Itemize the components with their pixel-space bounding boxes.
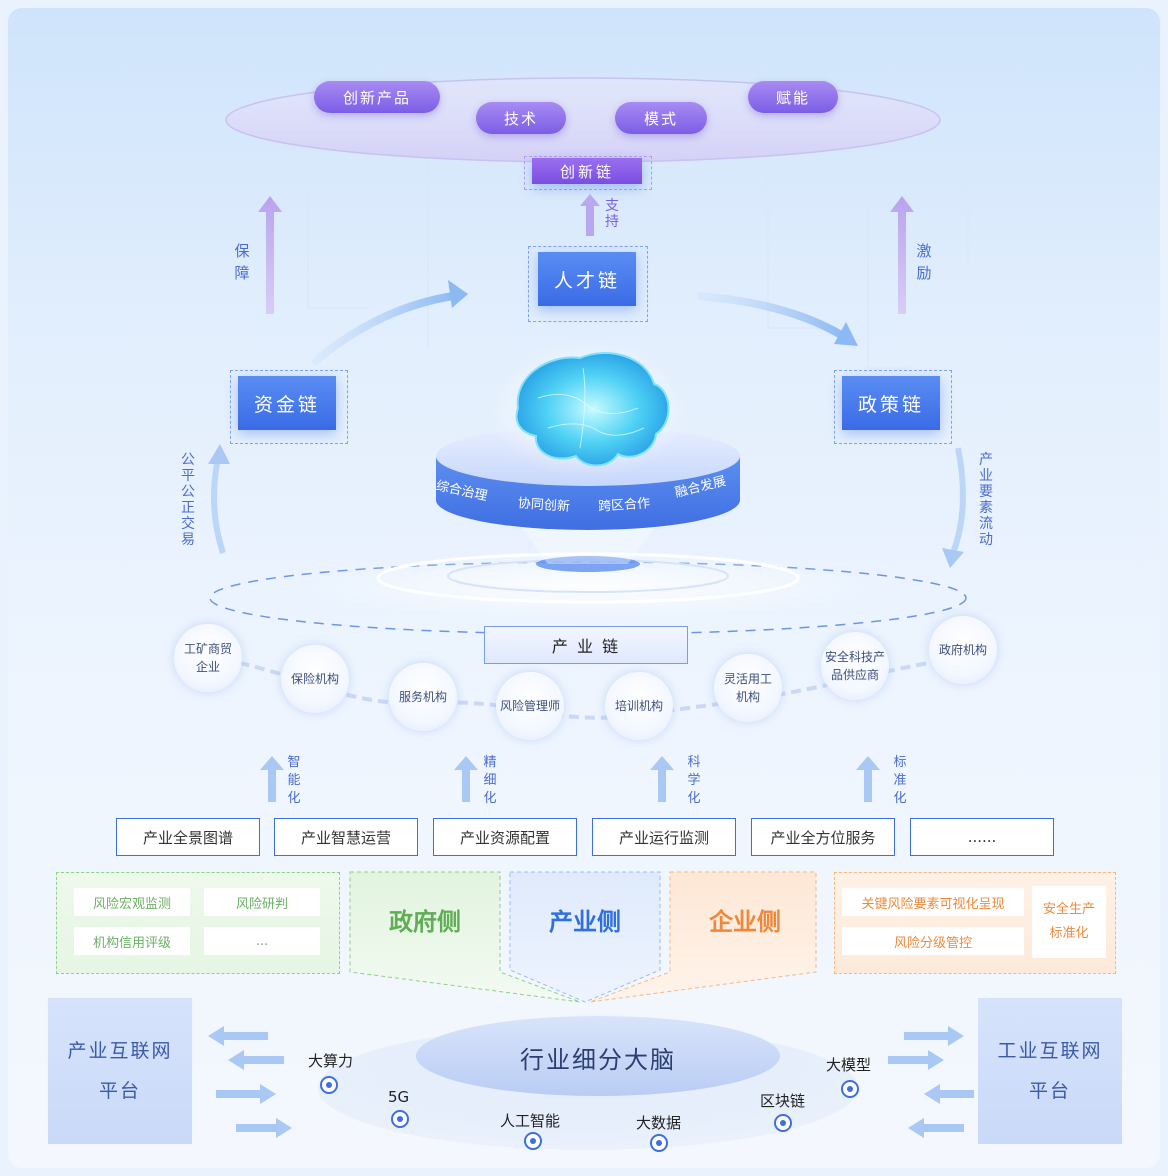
node-insurance: 保险机构	[281, 645, 349, 713]
platform-disc	[209, 338, 967, 635]
tech-label-llm: 大模型	[826, 1056, 872, 1074]
tech-dot-ai	[524, 1132, 542, 1150]
node-government: 政府机构	[929, 616, 997, 684]
service-panorama[interactable]: 产业全景图谱	[116, 818, 260, 856]
innovation-item-empower: 赋能	[748, 81, 838, 113]
brain-title: 行业细分大脑	[520, 1046, 676, 1074]
talent-chain-frame	[528, 246, 648, 322]
incentive-label: 激励	[916, 242, 932, 282]
upgrade-label-scientific: 科学化	[687, 755, 701, 806]
ent-cell-visualization: 关键风险要素可视化呈现	[842, 888, 1024, 916]
tech-label-bigdata: 大数据	[636, 1114, 682, 1132]
node-safety-tech-supplier: 安全科技产品供应商	[821, 632, 889, 700]
gov-cell-macro-monitoring: 风险宏观监测	[74, 888, 190, 916]
enterprise-side-label: 企业侧	[709, 908, 781, 936]
innovation-item-product: 创新产品	[314, 81, 440, 113]
upgrade-arrow-4	[856, 756, 880, 802]
service-more[interactable]: ......	[910, 818, 1054, 856]
sides-shapes	[349, 871, 817, 1003]
guarantee-arrow	[258, 196, 282, 314]
capital-chain-frame	[230, 370, 348, 444]
policy-chain-label: 政策链	[842, 376, 940, 430]
support-label: 支持	[605, 198, 619, 230]
industrial-internet-platform-left: 产业互联网平台	[48, 998, 192, 1144]
upgrade-arrow-1	[260, 756, 284, 802]
industry-side-label: 产业侧	[549, 908, 621, 936]
tech-label-5g: 5G	[388, 1088, 410, 1106]
innovation-chain-label: 创新链	[532, 158, 642, 184]
node-training: 培训机构	[605, 672, 673, 740]
upgrade-label-refined: 精细化	[483, 755, 497, 806]
fair-trade-label: 公平公正交易	[181, 452, 195, 548]
innovation-chain-frame	[524, 156, 652, 190]
gov-cell-credit-rating: 机构信用评级	[74, 927, 190, 955]
upgrade-arrow-3	[650, 756, 674, 802]
node-flexible-employment: 灵活用工机构	[714, 654, 782, 722]
innovation-item-mode: 模式	[615, 102, 707, 134]
talent-chain-label: 人才链	[538, 252, 636, 306]
right-exchange-arrows	[888, 1026, 974, 1138]
industrial-internet-platform-right: 工业互联网平台	[978, 998, 1122, 1144]
tech-label-blockchain: 区块链	[760, 1092, 806, 1110]
background-lines	[307, 158, 969, 369]
node-risk-manager: 风险管理师	[496, 672, 564, 740]
policy-chain-frame	[834, 370, 952, 444]
service-resource-allocation[interactable]: 产业资源配置	[433, 818, 577, 856]
factor-flow-label: 产业要素流动	[979, 452, 993, 548]
upgrade-label-standard: 标准化	[893, 755, 907, 806]
tech-label-ai: 人工智能	[500, 1112, 561, 1130]
incentive-arrow	[890, 196, 914, 314]
flow-arrows	[208, 280, 966, 568]
node-service: 服务机构	[389, 663, 457, 731]
service-smart-operation[interactable]: 产业智慧运营	[274, 818, 418, 856]
ring-label-collab: 协同创新	[517, 496, 571, 515]
tech-label-compute: 大算力	[308, 1052, 354, 1070]
diagram-canvas: 创新产品 技术 模式 赋能 创新链 支持 人才链 保障 激励	[8, 8, 1160, 1168]
ring-label-cross-region: 跨区合作	[597, 496, 651, 515]
tech-dot-blockchain	[774, 1114, 792, 1132]
gov-cell-more: ...	[204, 927, 320, 955]
tech-dot-llm	[841, 1080, 859, 1098]
upgrade-arrow-2	[454, 756, 478, 802]
tech-dot-bigdata	[650, 1134, 668, 1152]
capital-chain-label: 资金链	[238, 376, 336, 430]
service-monitoring[interactable]: 产业运行监测	[592, 818, 736, 856]
gov-side-label: 政府侧	[389, 908, 461, 936]
tech-dot-compute	[320, 1076, 338, 1094]
guarantee-label: 保障	[234, 242, 250, 282]
service-all-round[interactable]: 产业全方位服务	[751, 818, 895, 856]
upgrade-label-smart: 智能化	[287, 755, 301, 806]
innovation-item-tech: 技术	[476, 102, 566, 134]
industry-chain-label: 产 业 链	[484, 626, 688, 664]
brain-base	[318, 1016, 858, 1150]
left-exchange-arrows	[208, 1026, 292, 1138]
ent-cell-graded-control: 风险分级管控	[842, 927, 1024, 955]
support-arrow	[580, 194, 600, 236]
ent-cell-standardization: 安全生产标准化	[1032, 886, 1106, 958]
tech-dot-5g	[391, 1110, 409, 1128]
gov-cell-risk-analysis: 风险研判	[204, 888, 320, 916]
node-industrial-enterprise: 工矿商贸企业	[174, 624, 242, 692]
